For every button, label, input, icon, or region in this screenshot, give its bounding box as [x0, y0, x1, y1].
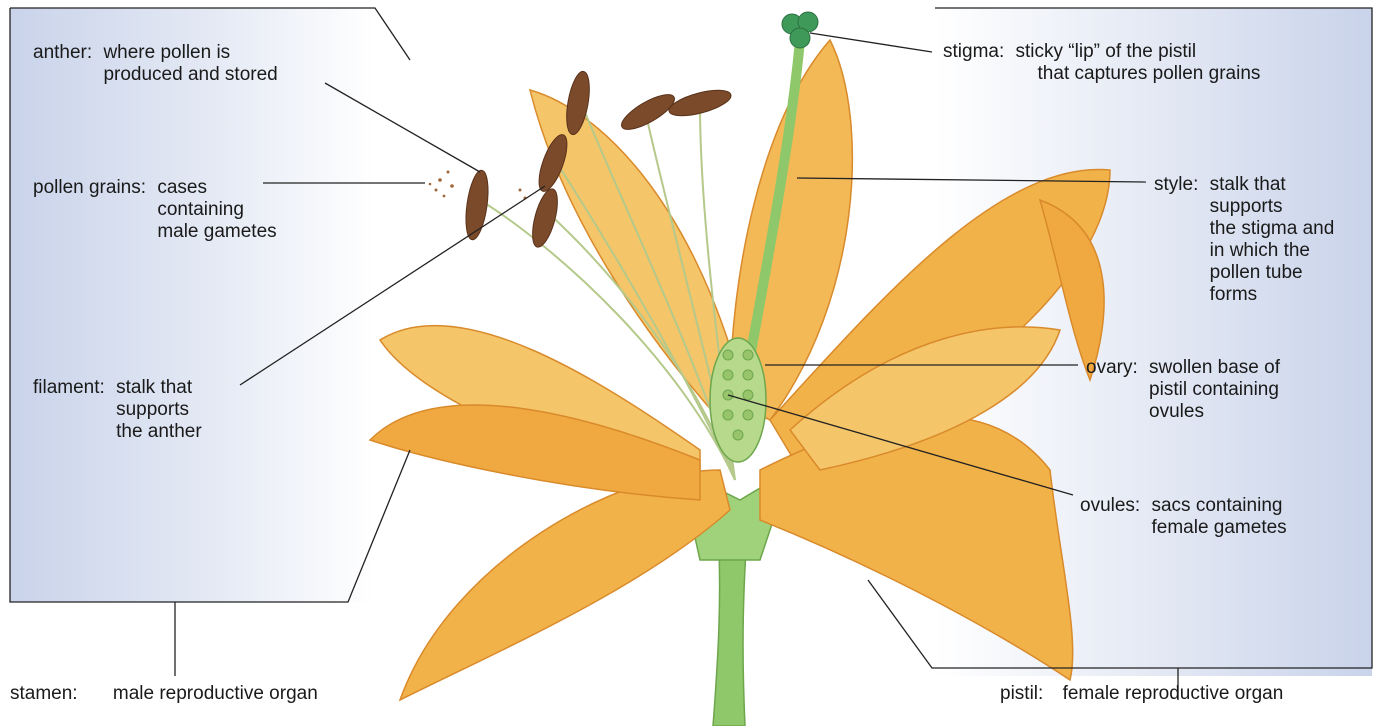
anther-def-line2: produced and stored [103, 64, 277, 85]
pollen-grains-def-line3: male gametes [157, 221, 276, 242]
stigma-shape [782, 12, 818, 48]
stigma-term: stigma: [943, 41, 1004, 63]
ovules-term: ovules: [1080, 495, 1140, 517]
filament-def-line3: the anther [116, 421, 202, 442]
label-filament: filament: stalk that supports the anther [33, 377, 202, 443]
style-def-line6: forms [1210, 284, 1258, 305]
label-ovules: ovules: sacs containing female gametes [1080, 495, 1287, 539]
ovary-def-line1: swollen base of [1149, 357, 1280, 378]
stamen-term: stamen: [10, 683, 78, 705]
style-def-line4: in which the [1210, 240, 1310, 261]
label-anther: anther: where pollen is produced and sto… [33, 42, 278, 86]
ovary-def-line3: ovules [1149, 401, 1204, 422]
stamen-def: male reproductive organ [113, 683, 318, 705]
label-stigma: stigma: sticky “lip” of the pistil that … [943, 41, 1260, 85]
ovary-def-line2: pistil containing [1149, 379, 1279, 400]
label-style: style: stalk that supports the stigma an… [1154, 174, 1334, 306]
stigma-def-line1: sticky “lip” of the pistil [1016, 41, 1197, 62]
ovules-def-line1: sacs containing [1151, 495, 1282, 516]
ovary-shape [710, 338, 766, 462]
label-pollen-grains: pollen grains: cases containing male gam… [33, 177, 277, 243]
filament-term: filament: [33, 377, 105, 399]
filament-def-line2: supports [116, 399, 189, 420]
label-ovary: ovary: swollen base of pistil containing… [1086, 357, 1280, 423]
style-def-line2: supports [1210, 196, 1283, 217]
ovules-def-line2: female gametes [1151, 517, 1286, 538]
style-def-line1: stalk that [1210, 174, 1286, 195]
pollen-grains-def-line1: cases [157, 177, 207, 198]
petal-front-left [400, 470, 730, 700]
anther-term: anther: [33, 42, 92, 64]
style-def-line3: the stigma and [1210, 218, 1335, 239]
style-def-line5: pollen tube [1210, 262, 1303, 283]
label-stamen: stamen: male reproductive organ [10, 683, 318, 705]
anther-def-line1: where pollen is [103, 42, 230, 63]
pistil-def: female reproductive organ [1063, 683, 1284, 705]
ovary-term: ovary: [1086, 357, 1138, 379]
petal-front-right [760, 416, 1073, 680]
label-pistil: pistil: female reproductive organ [1000, 683, 1283, 705]
style-term: style: [1154, 174, 1198, 196]
pollen-grains-term: pollen grains: [33, 177, 146, 199]
stigma-def-line2: that captures pollen grains [1016, 63, 1261, 84]
pistil-term: pistil: [1000, 683, 1043, 705]
filament-def-line1: stalk that [116, 377, 192, 398]
pollen-grains-def-line2: containing [157, 199, 244, 220]
